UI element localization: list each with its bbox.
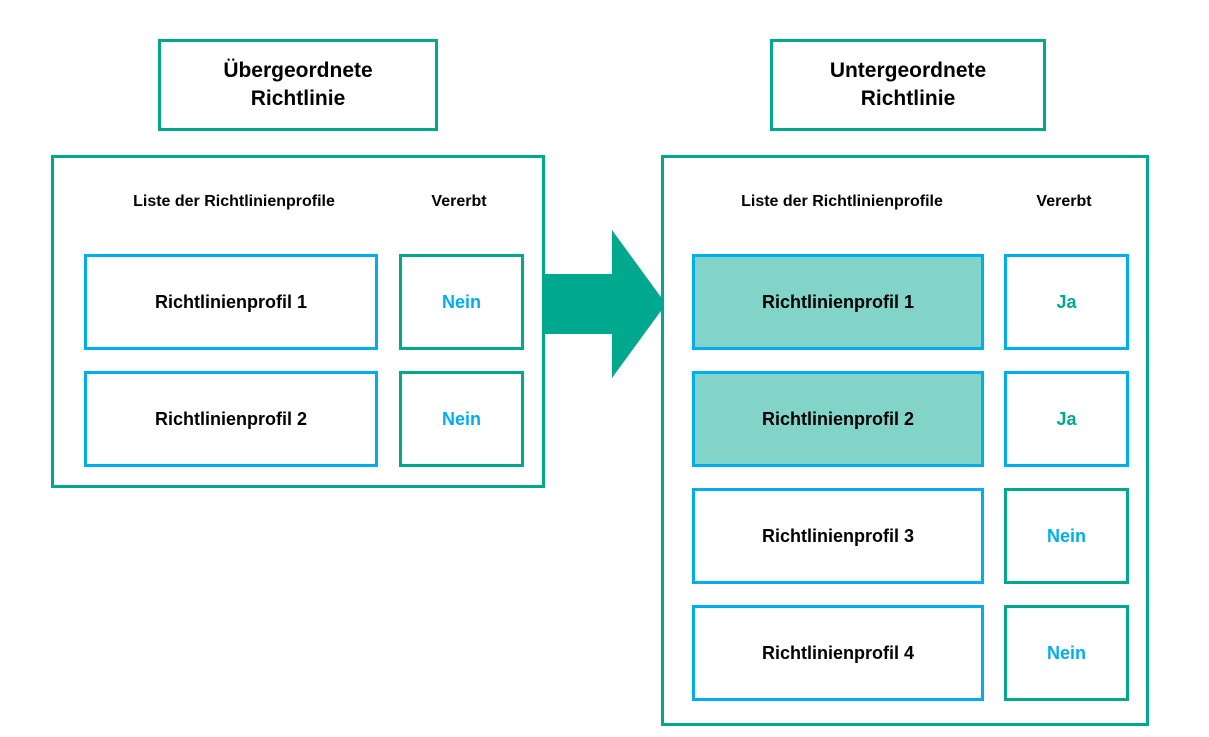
inheritance-arrow-icon: [544, 230, 666, 378]
column-header-inherited: Vererbt: [431, 193, 487, 210]
column-header-profiles: Liste der Richtlinienprofile: [741, 193, 943, 210]
child-policy-panel: Liste der Richtlinienprofile Vererbt Ric…: [661, 155, 1149, 726]
column-header-inherited: Vererbt: [1036, 193, 1092, 210]
policy-profile-box[interactable]: Richtlinienprofil 1: [692, 254, 984, 350]
column-header-profiles: Liste der Richtlinienprofile: [133, 193, 335, 210]
policy-profile-box[interactable]: Richtlinienprofil 2: [692, 371, 984, 467]
parent-policy-title: Übergeordnete Richtlinie: [158, 39, 438, 131]
inherited-status-box[interactable]: Nein: [399, 254, 524, 350]
policy-profile-box[interactable]: Richtlinienprofil 3: [692, 488, 984, 584]
child-column-headers: Liste der Richtlinienprofile Vererbt: [664, 193, 1146, 217]
parent-column-headers: Liste der Richtlinienprofile Vererbt: [54, 193, 542, 217]
inherited-status-box[interactable]: Nein: [399, 371, 524, 467]
inherited-status-box[interactable]: Ja: [1004, 371, 1129, 467]
policy-profile-box[interactable]: Richtlinienprofil 4: [692, 605, 984, 701]
inherited-status-box[interactable]: Nein: [1004, 605, 1129, 701]
inherited-status-box[interactable]: Nein: [1004, 488, 1129, 584]
inherited-status-box[interactable]: Ja: [1004, 254, 1129, 350]
child-policy-title: Untergeordnete Richtlinie: [770, 39, 1046, 131]
policy-profile-box[interactable]: Richtlinienprofil 1: [84, 254, 378, 350]
parent-policy-panel: Liste der Richtlinienprofile Vererbt Ric…: [51, 155, 545, 488]
policy-profile-box[interactable]: Richtlinienprofil 2: [84, 371, 378, 467]
